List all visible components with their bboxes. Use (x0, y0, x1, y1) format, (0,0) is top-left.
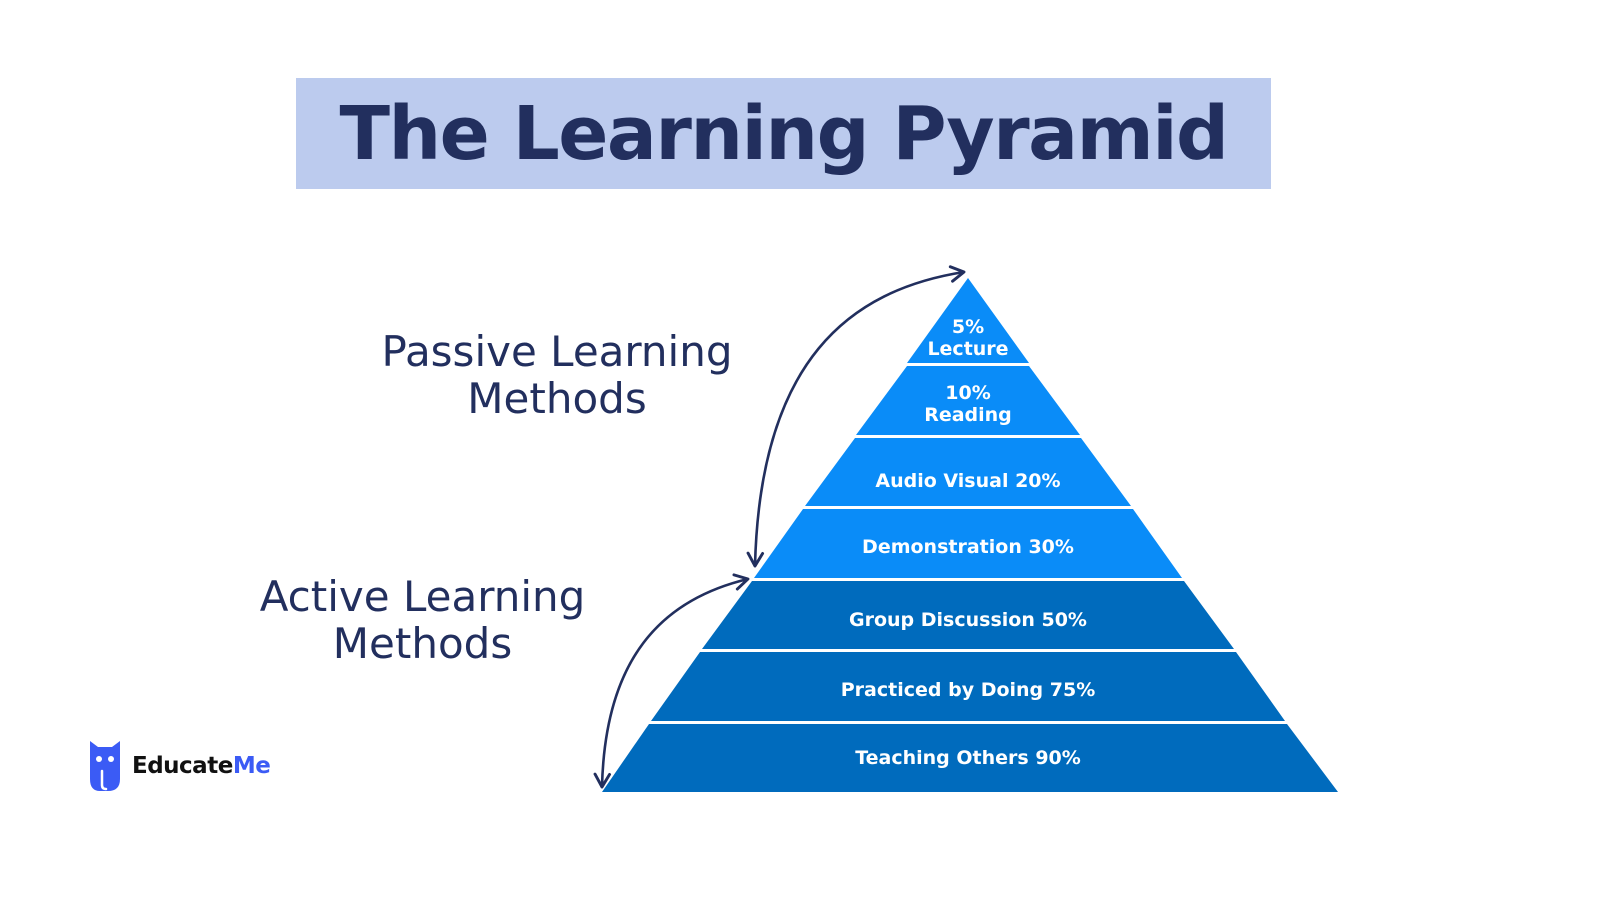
passive-learning-label: Passive Learning Methods (372, 328, 742, 422)
page-title: The Learning Pyramid (339, 90, 1229, 177)
band-lecture-pct: 5% (952, 316, 984, 338)
band-demonstration-label: Demonstration 30% (862, 536, 1074, 558)
logo-text-educate: Educate (132, 753, 233, 779)
band-teaching-others-label: Teaching Others 90% (855, 747, 1081, 769)
pyramid-band-group-discussion: Group Discussion 50% (702, 581, 1234, 649)
band-group-discussion-label: Group Discussion 50% (849, 609, 1087, 631)
passive-label-line2: Methods (467, 374, 647, 423)
active-label-line1: Active Learning (259, 572, 586, 621)
passive-range-arrow-icon (746, 265, 966, 568)
active-learning-label: Active Learning Methods (250, 573, 595, 667)
pyramid-band-lecture: 5% Lecture (907, 278, 1029, 363)
title-banner: The Learning Pyramid (296, 78, 1271, 189)
pyramid-band-audio-visual: Audio Visual 20% (805, 438, 1131, 506)
band-reading-label: Reading (924, 404, 1012, 426)
logo-wordmark: EducateMe (132, 753, 271, 779)
pyramid-band-reading: 10% Reading (856, 366, 1080, 435)
pyramid-band-demonstration: Demonstration 30% (754, 509, 1182, 578)
logo-text-me: Me (232, 753, 271, 779)
band-lecture-label: Lecture (927, 338, 1008, 360)
educateme-logo: EducateMe (88, 739, 271, 793)
pyramid-band-practiced-by-doing: Practiced by Doing 75% (651, 652, 1285, 721)
active-label-line2: Methods (332, 619, 513, 668)
band-reading-pct: 10% (945, 382, 990, 404)
band-audio-visual-label: Audio Visual 20% (875, 470, 1060, 492)
pyramid-band-teaching-others: Teaching Others 90% (602, 724, 1338, 792)
owl-logo-icon (90, 741, 120, 791)
passive-label-line1: Passive Learning (381, 327, 733, 376)
band-practiced-by-doing-label: Practiced by Doing 75% (841, 679, 1096, 701)
active-range-arrow-icon (593, 573, 750, 789)
